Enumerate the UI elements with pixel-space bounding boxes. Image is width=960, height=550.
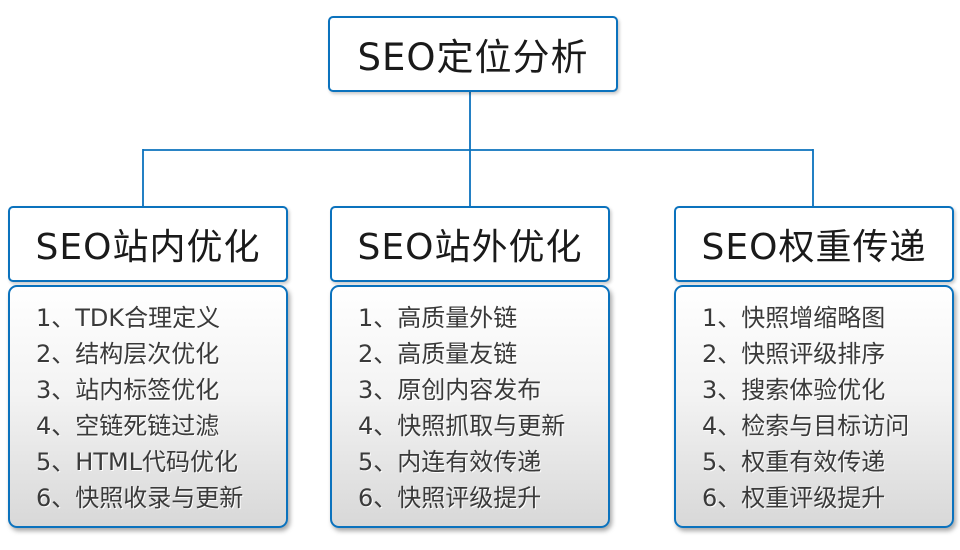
list-item: 5、内连有效传递: [358, 448, 542, 476]
branch-list-onsite: 1、TDK合理定义 2、结构层次优化 3、站内标签优化 4、空链死链过滤 5、H…: [8, 285, 288, 528]
list-item: 6、快照评级提升: [358, 484, 542, 512]
branch-header-weight-title: SEO权重传递: [701, 227, 927, 268]
list-item: 3、搜索体验优化: [702, 376, 886, 404]
list-item: 5、HTML代码优化: [36, 448, 239, 476]
list-item: 2、结构层次优化: [36, 340, 220, 368]
list-item: 4、快照抓取与更新: [358, 412, 566, 440]
list-item: 2、高质量友链: [358, 340, 518, 368]
list-item: 6、权重评级提升: [702, 484, 886, 512]
branch-header-weight: SEO权重传递: [674, 206, 954, 282]
list-item: 3、原创内容发布: [358, 376, 542, 404]
list-item: 5、权重有效传递: [702, 448, 886, 476]
root-node: SEO定位分析: [328, 16, 618, 92]
branch-header-onsite-title: SEO站内优化: [35, 227, 261, 268]
root-node-title: SEO定位分析: [357, 36, 589, 79]
branch-list-offsite: 1、高质量外链 2、高质量友链 3、原创内容发布 4、快照抓取与更新 5、内连有…: [330, 285, 610, 528]
list-item: 6、快照收录与更新: [36, 484, 244, 512]
list-item: 1、快照增缩略图: [702, 304, 886, 332]
branch-header-offsite: SEO站外优化: [330, 206, 610, 282]
list-item: 4、检索与目标访问: [702, 412, 910, 440]
branch-header-onsite: SEO站内优化: [8, 206, 288, 282]
list-item: 2、快照评级排序: [702, 340, 886, 368]
list-item: 1、TDK合理定义: [36, 304, 221, 332]
branch-list-weight: 1、快照增缩略图 2、快照评级排序 3、搜索体验优化 4、检索与目标访问 5、权…: [674, 285, 954, 528]
list-item: 1、高质量外链: [358, 304, 518, 332]
list-item: 4、空链死链过滤: [36, 412, 220, 440]
branch-header-offsite-title: SEO站外优化: [357, 227, 583, 268]
list-item: 3、站内标签优化: [36, 376, 220, 404]
